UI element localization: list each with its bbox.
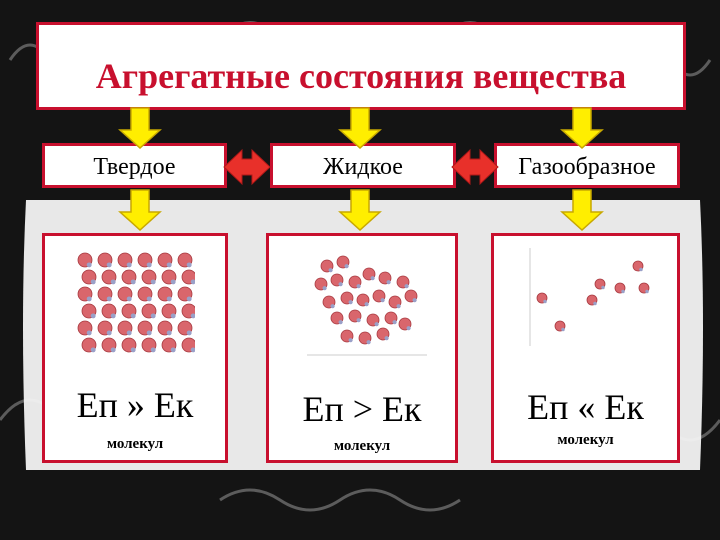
title-box: Агрегатные состояния вещества [36,22,686,110]
panel-liquid: Еп > Ек молекул [266,233,458,463]
panel-solid: Еп » Ек молекул [42,233,228,463]
state-box-liquid: Жидкое [270,143,456,188]
energy-relation-gas: Еп « Ек [527,387,644,427]
energy-relation-liquid: Еп > Ек [302,389,422,429]
state-box-gas: Газообразное [494,143,680,188]
liquid-molecules-illustration [307,255,427,356]
solid-molecules-illustration [77,252,195,353]
molecules-note-solid: молекул [106,436,164,452]
gas-molecules-illustration [529,248,650,346]
molecules-note-gas: молекул [557,432,614,448]
state-label-solid: Твердое [93,154,176,180]
state-label-gas: Газообразное [518,154,656,180]
diagram-title: Агрегатные состояния вещества [95,56,627,96]
panel-gas: Еп « Ек молекул [491,233,680,463]
energy-relation-solid: Еп » Ек [76,385,194,425]
state-label-liquid: Жидкое [323,154,403,180]
state-box-solid: Твердое [42,143,227,188]
molecules-note-liquid: молекул [333,438,391,454]
